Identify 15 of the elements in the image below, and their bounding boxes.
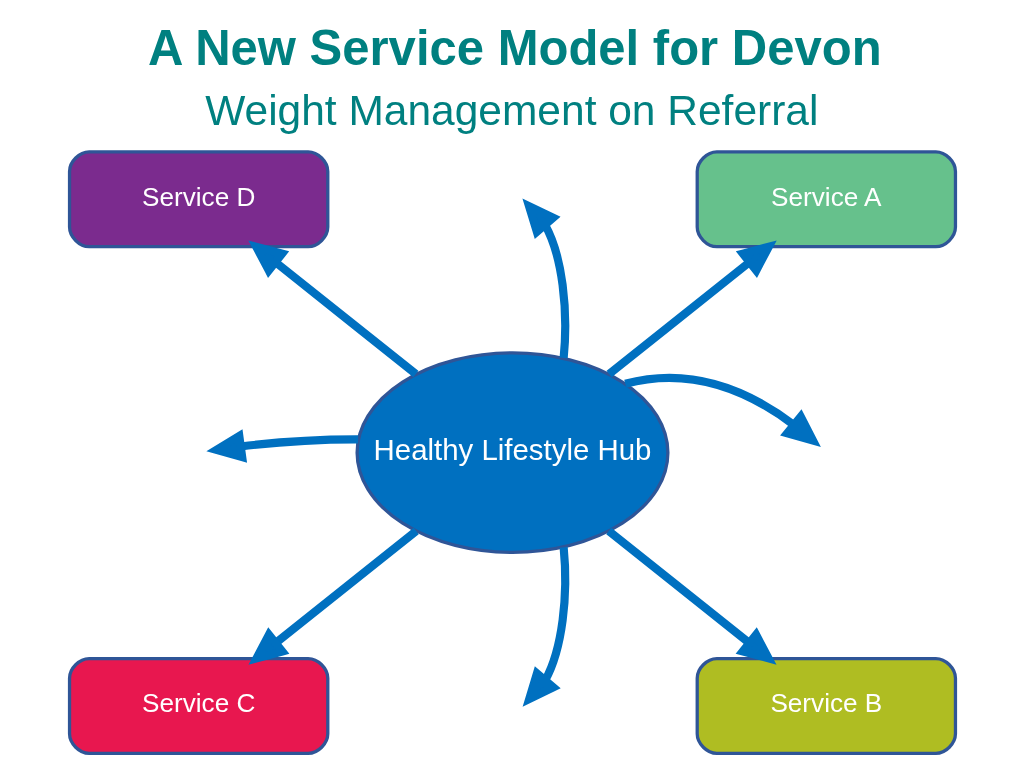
arrow: [521, 198, 569, 359]
arrow: [247, 240, 418, 378]
arrow: [606, 240, 777, 378]
node-box: Service C: [67, 656, 329, 756]
arrow: [522, 547, 569, 707]
arrow: [605, 527, 777, 665]
arrow: [623, 373, 821, 447]
arrow: [205, 429, 358, 463]
node-box: Service A: [695, 150, 957, 249]
diagram-title: A New Service Model for Devon: [147, 21, 882, 76]
node-box: Service D: [67, 150, 329, 249]
node-ellipse: Healthy Lifestyle Hub: [354, 351, 670, 554]
arrow: [247, 527, 419, 665]
node-box: Service B: [695, 656, 957, 756]
caption: Weight Management on Referral: [204, 87, 818, 135]
